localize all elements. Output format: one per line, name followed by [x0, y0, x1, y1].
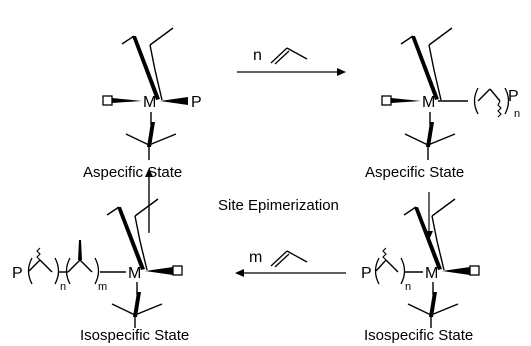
metal-atom-label: M	[128, 265, 141, 282]
arrow-bottom: m	[235, 249, 346, 277]
vacant-site-square	[102, 95, 113, 106]
polymer-label: P	[361, 265, 372, 282]
center-label: Site Epimerization	[218, 197, 339, 214]
polymer-label: P	[191, 94, 202, 111]
reagent-count-m: m	[249, 249, 262, 266]
metal-atom-label: M	[143, 94, 156, 111]
metal-atom-label: M	[422, 94, 435, 111]
arrow-up-head	[145, 168, 153, 177]
reagent-count-n: n	[253, 47, 262, 64]
subscript-n: n	[405, 281, 411, 293]
complex-bottom-right: P n M	[361, 198, 480, 328]
subscript-n: n	[60, 281, 66, 293]
complex-top-right: M P n	[381, 27, 520, 160]
metal-atom-label: M	[425, 265, 438, 282]
state-label-top-left: Aspecific State	[83, 164, 182, 181]
arrow-top: n	[237, 47, 346, 76]
complex-top-left: M P	[102, 27, 202, 160]
vacant-site-square	[172, 265, 183, 276]
vacant-site-square	[381, 95, 392, 106]
state-label-bottom-left: Isospecific State	[80, 327, 189, 344]
polymer-label: P	[12, 265, 23, 282]
subscript-n: n	[514, 108, 520, 120]
vacant-site-square	[469, 265, 480, 276]
complex-bottom-left: P n m M	[12, 198, 183, 328]
state-label-bottom-right: Isospecific State	[364, 327, 473, 344]
state-label-top-right: Aspecific State	[365, 164, 464, 181]
subscript-m: m	[98, 281, 107, 293]
polymer-label: P	[508, 88, 519, 105]
